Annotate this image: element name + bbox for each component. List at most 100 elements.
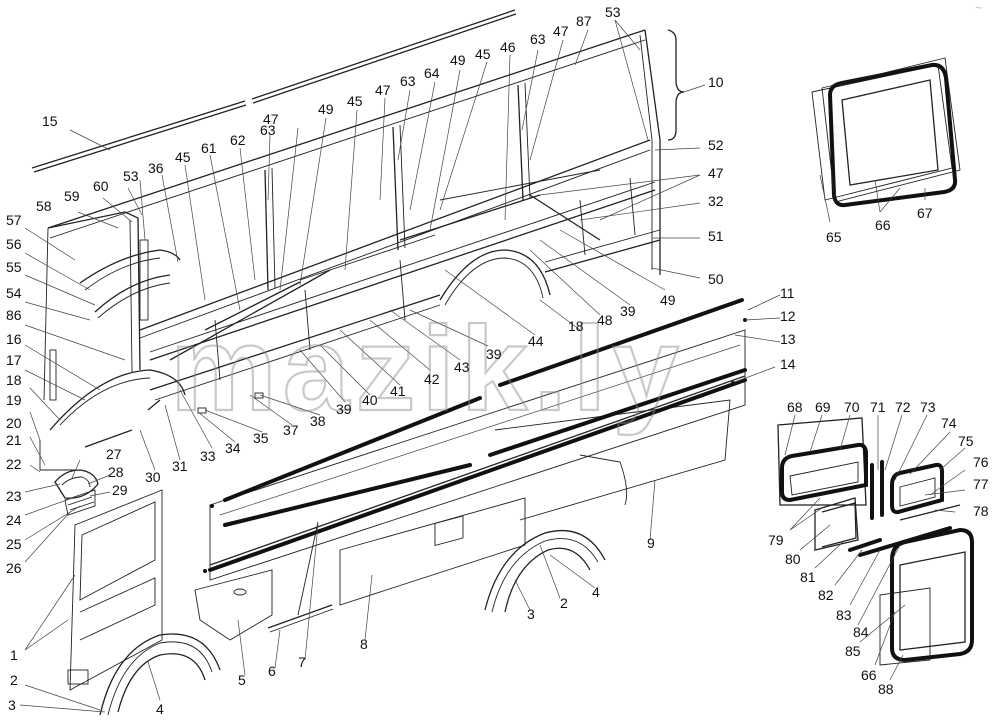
callout-75: 75 bbox=[958, 433, 974, 449]
callout-86: 86 bbox=[6, 307, 22, 323]
callout-51: 51 bbox=[708, 228, 724, 244]
callout-60: 60 bbox=[93, 178, 109, 194]
callout-39-b11: 39 bbox=[486, 346, 502, 362]
callout-48: 48 bbox=[597, 312, 613, 328]
callout-6: 6 bbox=[268, 663, 276, 679]
callout-81: 81 bbox=[800, 569, 816, 585]
callout-68: 68 bbox=[787, 399, 803, 415]
callout-66-b13: 66 bbox=[861, 667, 877, 683]
callout-38: 38 bbox=[310, 413, 326, 429]
callout-8: 8 bbox=[360, 636, 368, 652]
callout-26: 26 bbox=[6, 560, 22, 576]
callout-16: 16 bbox=[6, 331, 22, 347]
callout-35: 35 bbox=[253, 430, 269, 446]
callout-33: 33 bbox=[200, 448, 216, 464]
callout-65: 65 bbox=[826, 229, 842, 245]
callout-1: 1 bbox=[10, 647, 18, 663]
callout-15: 15 bbox=[42, 113, 58, 129]
callout-73: 73 bbox=[920, 399, 936, 415]
callout-71: 71 bbox=[870, 399, 886, 415]
corner-mark: ~ bbox=[975, 1, 982, 15]
callout-49: 49 bbox=[318, 101, 334, 117]
callout-84: 84 bbox=[853, 624, 869, 640]
callout-62: 62 bbox=[230, 132, 246, 148]
callout-43: 43 bbox=[454, 359, 470, 375]
callout-53: 53 bbox=[123, 168, 139, 184]
callout-79: 79 bbox=[768, 532, 784, 548]
callout-66: 66 bbox=[875, 217, 891, 233]
callout-42: 42 bbox=[424, 371, 440, 387]
callout-22: 22 bbox=[6, 456, 22, 472]
callout-4: 4 bbox=[156, 701, 164, 717]
callout-24: 24 bbox=[6, 512, 22, 528]
callout-47: 47 bbox=[263, 111, 279, 127]
callout-13: 13 bbox=[780, 331, 796, 347]
callout-67: 67 bbox=[917, 205, 933, 221]
callout-55: 55 bbox=[6, 259, 22, 275]
window-glass-assembly-top bbox=[811, 57, 961, 208]
callout-45-b6: 45 bbox=[347, 93, 363, 109]
callout-82: 82 bbox=[818, 587, 834, 603]
callout-23: 23 bbox=[6, 488, 22, 504]
callout-58: 58 bbox=[36, 198, 52, 214]
callout-78: 78 bbox=[973, 503, 989, 519]
callout-88: 88 bbox=[878, 681, 894, 697]
callout-63-b0: 63 bbox=[400, 73, 416, 89]
callout-19: 19 bbox=[6, 392, 22, 408]
callout-28: 28 bbox=[108, 464, 124, 480]
callout-72: 72 bbox=[895, 399, 911, 415]
callout-39: 39 bbox=[336, 401, 352, 417]
callout-47-b2: 47 bbox=[375, 82, 391, 98]
leader-lines bbox=[19, 19, 966, 713]
callout-49-b7: 49 bbox=[450, 52, 466, 68]
callout-2: 2 bbox=[10, 672, 18, 688]
callout-61: 61 bbox=[201, 140, 217, 156]
callout-20: 20 bbox=[6, 415, 22, 431]
callout-45: 45 bbox=[175, 149, 191, 165]
callout-3-b16: 3 bbox=[527, 606, 535, 622]
callout-7: 7 bbox=[298, 654, 306, 670]
callout-5: 5 bbox=[238, 672, 246, 688]
callout-46: 46 bbox=[500, 39, 516, 55]
callout-57: 57 bbox=[6, 212, 22, 228]
callout-12: 12 bbox=[780, 308, 796, 324]
callout-47-b4: 47 bbox=[708, 165, 724, 181]
callout-80: 80 bbox=[785, 551, 801, 567]
callout-52: 52 bbox=[708, 137, 724, 153]
callout-25: 25 bbox=[6, 536, 22, 552]
callout-41: 41 bbox=[390, 383, 406, 399]
callout-69: 69 bbox=[815, 399, 831, 415]
wheel-arch-liners bbox=[99, 529, 606, 716]
watermark: mazik.ly bbox=[170, 302, 685, 436]
callout-74: 74 bbox=[941, 415, 957, 431]
callout-3: 3 bbox=[8, 697, 16, 713]
callout-49-b8: 49 bbox=[660, 292, 676, 308]
callout-30: 30 bbox=[145, 469, 161, 485]
callout-50: 50 bbox=[708, 271, 724, 287]
callout-18-b12: 18 bbox=[568, 318, 584, 334]
callout-17: 17 bbox=[6, 352, 22, 368]
callout-63-b1: 63 bbox=[530, 31, 546, 47]
body-frame bbox=[39, 29, 661, 471]
callout-56: 56 bbox=[6, 236, 22, 252]
outer-side-panels bbox=[67, 298, 747, 691]
callout-14: 14 bbox=[780, 356, 796, 372]
roof-rail bbox=[31, 9, 517, 173]
callout-11: 11 bbox=[780, 285, 795, 301]
callout-53-b9: 53 bbox=[605, 4, 621, 20]
callout-64: 64 bbox=[424, 65, 440, 81]
callout-54: 54 bbox=[6, 285, 22, 301]
callout-47-b3: 47 bbox=[553, 23, 569, 39]
bracket-10 bbox=[667, 29, 685, 141]
callout-9: 9 bbox=[647, 535, 655, 551]
callout-44: 44 bbox=[528, 333, 544, 349]
callout-45-b5: 45 bbox=[475, 46, 491, 62]
callout-63: 63 bbox=[260, 122, 276, 138]
callout-77: 77 bbox=[973, 476, 989, 492]
callout-40: 40 bbox=[362, 392, 378, 408]
callout-2-b14: 2 bbox=[560, 595, 568, 611]
callout-27: 27 bbox=[106, 446, 122, 462]
callout-39-b10: 39 bbox=[620, 303, 636, 319]
